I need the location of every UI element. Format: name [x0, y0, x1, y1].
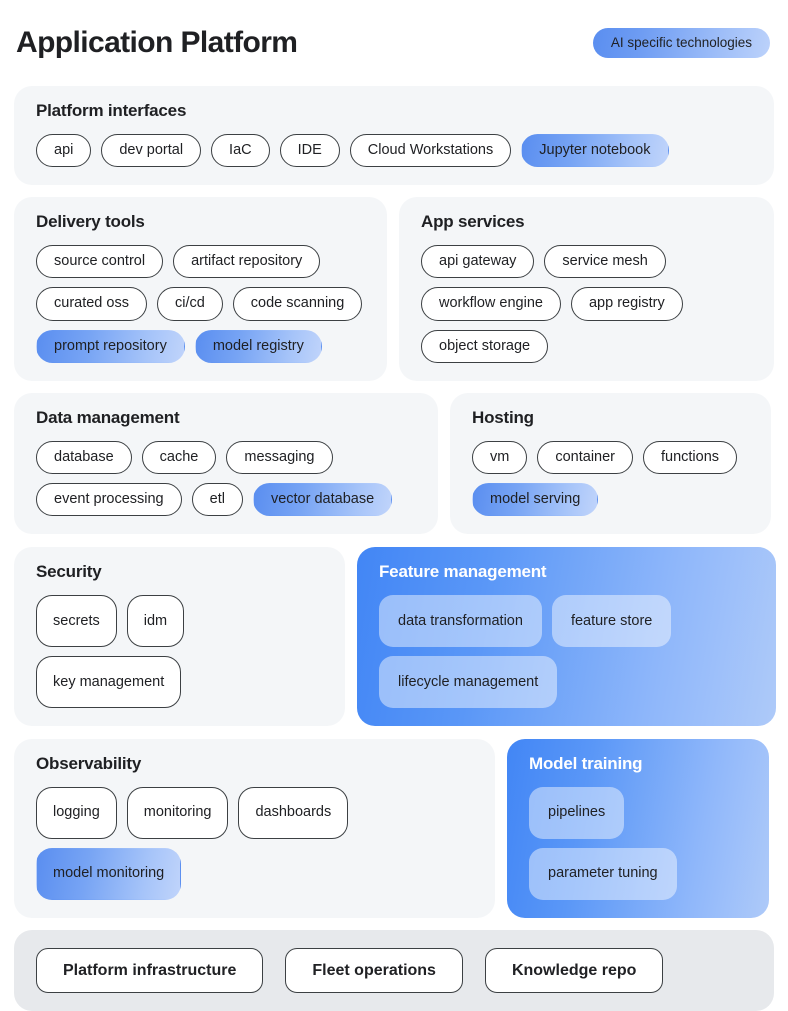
chip-service-mesh[interactable]: service mesh — [544, 244, 666, 279]
chip-group-hosting: vm container functions model serving — [472, 440, 751, 517]
chip-workflow-engine[interactable]: workflow engine — [421, 287, 561, 321]
panel-model-training: Model training pipelines parameter tunin… — [507, 739, 769, 918]
chip-app-registry[interactable]: app registry — [570, 287, 683, 321]
chip-model-serving[interactable]: model serving — [472, 483, 599, 517]
chip-api[interactable]: api — [36, 133, 92, 168]
chip-cloud-workstations[interactable]: Cloud Workstations — [349, 133, 512, 168]
chip-lifecycle-management[interactable]: lifecycle management — [379, 656, 558, 709]
chip-prompt-repository[interactable]: prompt repository — [36, 329, 185, 363]
chip-group-delivery-tools: source control artifact repository curat… — [36, 244, 367, 363]
chip-api-gateway[interactable]: api gateway — [421, 244, 535, 279]
chip-messaging[interactable]: messaging — [226, 440, 333, 475]
chip-group-platform-interfaces: api dev portal IaC IDE Cloud Workstation… — [36, 133, 754, 168]
chip-monitoring[interactable]: monitoring — [126, 786, 229, 839]
chip-functions[interactable]: functions — [643, 440, 738, 475]
chip-source-control[interactable]: source control — [36, 244, 164, 279]
panel-foundation: Platform infrastructure Fleet operations… — [14, 929, 774, 1011]
chip-platform-infrastructure[interactable]: Platform infrastructure — [36, 947, 264, 993]
chip-code-scanning[interactable]: code scanning — [232, 287, 363, 321]
chip-pipelines[interactable]: pipelines — [529, 786, 625, 839]
page-title: Application Platform — [16, 26, 298, 59]
chip-dashboards[interactable]: dashboards — [238, 786, 349, 839]
row-delivery-appservices: Delivery tools source control artifact r… — [14, 197, 774, 381]
panel-title-delivery-tools: Delivery tools — [36, 212, 145, 232]
chip-group-observability: logging monitoring dashboards model moni… — [36, 786, 475, 900]
panel-delivery-tools: Delivery tools source control artifact r… — [14, 197, 387, 381]
chip-feature-store[interactable]: feature store — [551, 595, 672, 648]
panel-title-observability: Observability — [36, 754, 142, 774]
panel-observability: Observability logging monitoring dashboa… — [14, 739, 495, 918]
chip-idm[interactable]: idm — [126, 595, 185, 648]
legend-ai-specific-technologies: AI specific technologies — [592, 27, 770, 59]
row-data-hosting: Data management database cache messaging… — [14, 392, 774, 535]
chip-data-transformation[interactable]: data transformation — [379, 595, 542, 648]
chip-key-management[interactable]: key management — [36, 656, 182, 709]
chip-model-monitoring[interactable]: model monitoring — [36, 847, 182, 900]
chip-secrets[interactable]: secrets — [36, 595, 117, 648]
row-observability-training: Observability logging monitoring dashboa… — [14, 739, 774, 918]
chip-event-processing[interactable]: event processing — [36, 483, 182, 517]
chip-knowledge-repo[interactable]: Knowledge repo — [484, 947, 664, 993]
chip-group-security: secrets idm key management — [36, 595, 325, 709]
chip-group-app-services: api gateway service mesh workflow engine… — [421, 244, 754, 363]
chip-database[interactable]: database — [36, 440, 132, 475]
panel-title-hosting: Hosting — [472, 407, 534, 427]
chip-group-feature-management: data transformation feature store lifecy… — [379, 595, 756, 709]
chip-dev-portal[interactable]: dev portal — [101, 133, 202, 168]
panel-security: Security secrets idm key management — [14, 547, 345, 727]
chip-etl[interactable]: etl — [191, 483, 243, 517]
chip-cache[interactable]: cache — [141, 440, 217, 475]
chip-ide[interactable]: IDE — [279, 133, 340, 168]
chip-iac[interactable]: IaC — [211, 133, 270, 168]
panel-title-security: Security — [36, 562, 102, 582]
row-security-feature: Security secrets idm key management Feat… — [14, 547, 776, 727]
panel-data-management: Data management database cache messaging… — [14, 392, 438, 535]
chip-vector-database[interactable]: vector database — [252, 483, 393, 517]
header: Application Platform AI specific technol… — [14, 0, 774, 86]
chip-object-storage[interactable]: object storage — [421, 329, 549, 363]
chip-container[interactable]: container — [537, 440, 633, 475]
chip-parameter-tuning[interactable]: parameter tuning — [529, 847, 677, 900]
chip-curated-oss[interactable]: curated oss — [36, 287, 147, 321]
chip-group-data-management: database cache messaging event processin… — [36, 440, 418, 517]
chip-logging[interactable]: logging — [36, 786, 117, 839]
panel-title-app-services: App services — [421, 212, 525, 232]
panel-feature-management: Feature management data transformation f… — [357, 547, 776, 727]
chip-group-model-training: pipelines parameter tuning — [529, 786, 749, 900]
panel-title-feature-management: Feature management — [379, 562, 547, 582]
chip-vm[interactable]: vm — [472, 440, 528, 475]
panel-title-platform-interfaces: Platform interfaces — [36, 101, 187, 120]
chip-fleet-operations[interactable]: Fleet operations — [285, 947, 463, 993]
chip-group-foundation: Platform infrastructure Fleet operations… — [36, 947, 754, 993]
chip-artifact-repository[interactable]: artifact repository — [173, 244, 321, 279]
chip-model-registry[interactable]: model registry — [194, 329, 322, 363]
panel-hosting: Hosting vm container functions model ser… — [450, 392, 771, 535]
panel-platform-interfaces: Platform interfaces api dev portal IaC I… — [14, 86, 774, 186]
panel-title-data-management: Data management — [36, 407, 180, 427]
panel-title-model-training: Model training — [529, 754, 643, 774]
panel-app-services: App services api gateway service mesh wo… — [399, 197, 774, 381]
chip-ci-cd[interactable]: ci/cd — [156, 287, 223, 321]
chip-jupyter-notebook[interactable]: Jupyter notebook — [521, 133, 669, 168]
